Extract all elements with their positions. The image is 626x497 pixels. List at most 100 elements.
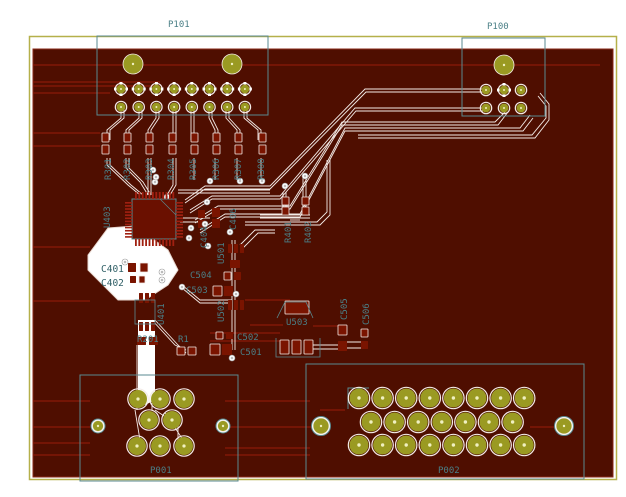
C502-label: C502 — [237, 333, 259, 343]
U403-pin-top-2 — [138, 192, 141, 199]
U403-pin-left-1 — [125, 202, 132, 204]
P101-pin-top-6-thermal-t — [208, 82, 211, 85]
U502-pin-1 — [228, 300, 232, 310]
P002-row2-pin-1-drill — [369, 420, 373, 424]
P101-pin-top-3-thermal-t — [154, 82, 158, 85]
P101-pin-top-8-thermal-l — [237, 87, 241, 91]
P101-pin-top-3-thermal-l — [149, 87, 152, 91]
P100-mount-hole-drill — [502, 63, 506, 67]
P100-pin-3-drill — [520, 89, 522, 91]
via-13-hole — [203, 222, 207, 226]
via-15-hole — [123, 260, 127, 264]
U403-pin-bottom-6 — [152, 239, 154, 246]
P001-pin-6-clearance — [126, 435, 148, 457]
P002-row3-pin-2-clearance — [371, 433, 394, 457]
P002-row3-pin-7-drill — [498, 443, 503, 447]
U403-pin-right-12 — [176, 236, 183, 238]
P101-pin-top-5-thermal-b — [190, 93, 194, 96]
U403-pin-bottom-2 — [138, 239, 141, 246]
P002-row1-pin-5-drill — [451, 396, 456, 400]
P001-pin-1-drill — [136, 397, 140, 401]
P101-pin-top-2-thermal-b — [137, 93, 141, 96]
P101-pin-top-1-thermal-t — [119, 82, 123, 85]
P101-pin-top-7-thermal-r — [231, 87, 235, 91]
P002-row3-pin-8-clearance — [512, 433, 536, 457]
via-8-hole — [283, 184, 287, 188]
U403-pin-right-10 — [176, 229, 183, 232]
P002-row3-pin-1-drill — [357, 443, 361, 447]
U403-pin-right-8 — [176, 223, 183, 226]
P101-pin-bottom-8-clearance — [238, 100, 252, 114]
U502-label: U502 — [217, 300, 227, 322]
R308-pad-2 — [258, 144, 267, 155]
R306-pad-1 — [212, 132, 221, 143]
via-17-hole — [180, 285, 184, 289]
U403-pin-bottom-3 — [141, 239, 144, 246]
via-11-hole — [189, 226, 193, 230]
U401-pin-4 — [139, 322, 143, 331]
R303-pad-2 — [145, 144, 154, 155]
R306-pad-2 — [212, 144, 221, 155]
P101-pin-bottom-3-drill — [155, 106, 158, 108]
P100-pin-5-drill — [503, 107, 505, 109]
P002-row1-pin-1-drill — [357, 396, 361, 400]
pads-layer — [90, 53, 574, 457]
U502-pin-3 — [240, 300, 244, 310]
via-18-hole — [234, 292, 238, 296]
U403-pin-left-9 — [125, 226, 132, 229]
P002-row2-pin-6-drill — [487, 420, 491, 424]
via-2-hole — [153, 180, 157, 184]
P001-label: P001 — [150, 466, 172, 476]
P101-pin-top-8-thermal-r — [249, 87, 252, 91]
C502-pad-1 — [215, 331, 224, 340]
P101-pin-top-7-thermal-b — [225, 93, 229, 96]
R308-pad-1 — [258, 132, 267, 143]
P101-pin-top-6-thermal-b — [208, 93, 211, 96]
via-5-hole — [208, 179, 212, 183]
P002-row3-pin-4-clearance — [418, 433, 442, 457]
P101-pin-top-4-thermal-r — [178, 87, 182, 91]
P100-pin-4-clearance — [479, 101, 493, 115]
U403-pin-top-7 — [155, 192, 158, 199]
C506-pad-1 — [360, 328, 369, 338]
P002-row1-pin-7-drill — [498, 396, 503, 400]
U403-pin-right-4 — [176, 211, 183, 213]
C401-pad-2 — [139, 262, 149, 273]
U-strip-outline — [275, 338, 321, 358]
P100-pin-2-thermal-l — [497, 88, 500, 92]
P101-pin-top-3-thermal-b — [154, 93, 158, 96]
P001-mount-hole-right-drill — [221, 424, 225, 428]
R1-pad-2 — [187, 346, 197, 356]
P101-pin-top-6-thermal-l — [202, 87, 205, 91]
P101-pin-bottom-7-drill — [226, 106, 229, 108]
U403-pin-left-10 — [125, 229, 132, 232]
P002-row1-pin-6-drill — [475, 396, 479, 400]
P002-label: P002 — [438, 466, 460, 476]
U403-pin-bottom-8 — [158, 239, 161, 246]
U401-pin-6 — [151, 322, 155, 331]
C406-label: C406 — [229, 208, 239, 230]
P002-row1-pin-5-clearance — [442, 386, 465, 410]
strip-pad-3 — [303, 339, 314, 355]
P101-pin-top-4-thermal-l — [167, 87, 170, 91]
P002-row3-pin-7-clearance — [489, 433, 512, 457]
C501-pad-1 — [209, 343, 221, 356]
R401-pad-1 — [281, 196, 290, 206]
R402-pad-1 — [301, 196, 310, 206]
R401-pad-2 — [281, 206, 290, 216]
P001-pin-2-clearance — [149, 388, 171, 410]
C401-pad-1 — [128, 263, 136, 272]
U403-pin-bottom-1 — [135, 239, 137, 246]
U403-pin-bottom-7 — [155, 239, 158, 246]
P002-row3-pin-8-drill — [522, 443, 526, 447]
P002-row1-pin-4-clearance — [418, 386, 442, 410]
R305-label: R305 — [189, 158, 199, 180]
P101-pin-top-5-thermal-r — [196, 87, 199, 91]
P001-outline — [79, 374, 239, 482]
P002-mount-hole-left-drill — [319, 424, 323, 428]
P101-pin-top-8-thermal-t — [243, 82, 247, 85]
C502-pad-2 — [226, 332, 233, 339]
smd-layer — [101, 132, 369, 356]
P001-pin-5-drill — [170, 418, 174, 422]
P002-row1-pin-3-drill — [404, 396, 408, 400]
